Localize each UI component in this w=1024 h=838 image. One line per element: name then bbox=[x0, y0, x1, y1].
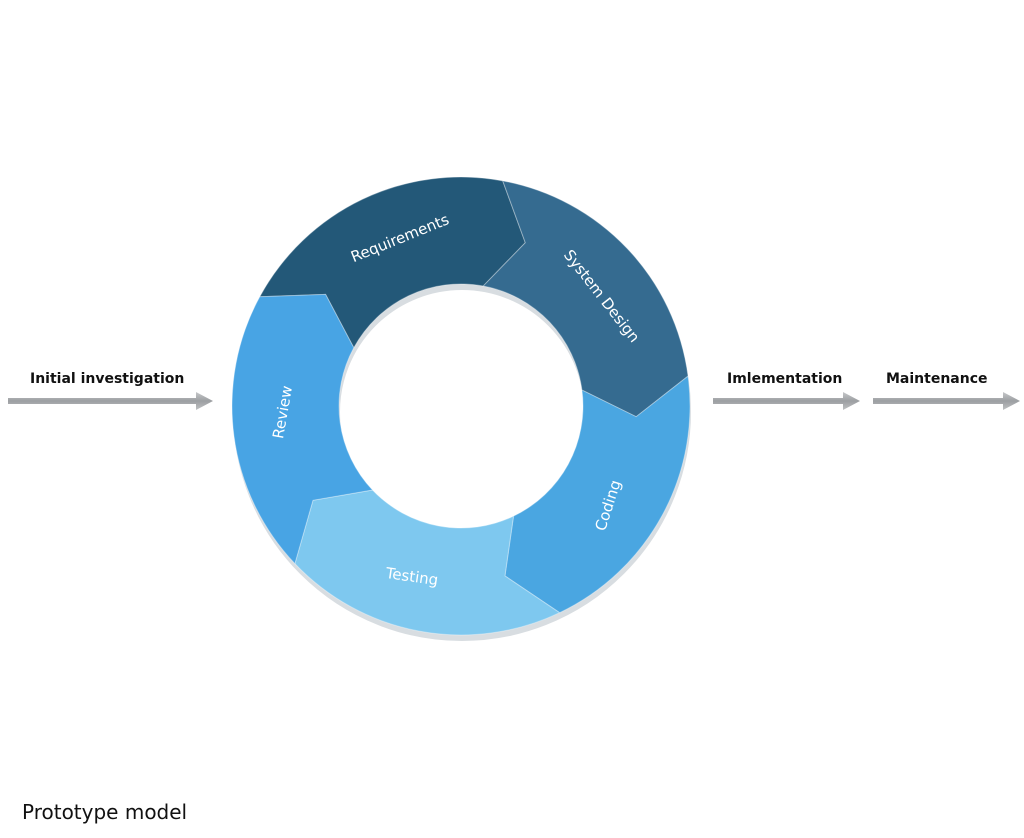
implementation-label: Imlementation bbox=[727, 371, 842, 387]
initial-investigation-label: Initial investigation bbox=[30, 371, 184, 387]
segment-requirements bbox=[258, 176, 526, 349]
arrow-initial-investigation bbox=[8, 392, 213, 410]
maintenance-label: Maintenance bbox=[886, 371, 988, 387]
arrow-maintenance bbox=[873, 392, 1020, 410]
segment-testing bbox=[294, 489, 561, 636]
diagram-caption: Prototype model bbox=[22, 800, 188, 824]
segment-coding bbox=[504, 375, 691, 614]
segment-review bbox=[231, 293, 374, 565]
segment-system-design bbox=[482, 180, 689, 418]
arrow-implementation bbox=[713, 392, 860, 410]
cycle-ring bbox=[231, 176, 691, 636]
